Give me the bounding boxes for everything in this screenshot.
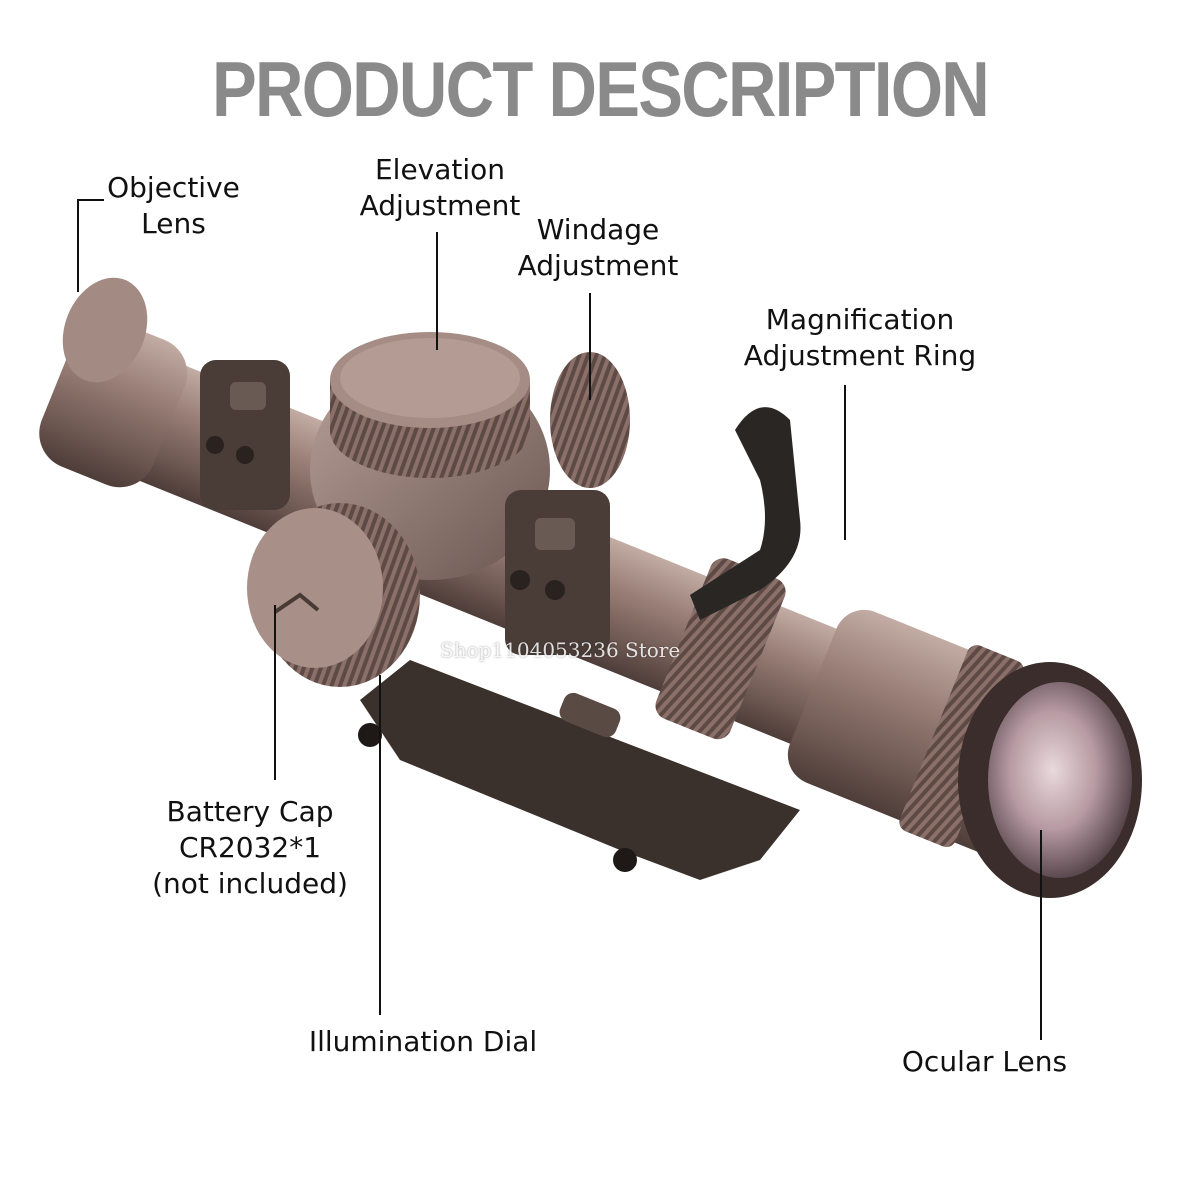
scope-mount-base <box>358 660 800 880</box>
callout-battery-cap: Battery Cap CR2032*1 (not included) <box>152 795 348 900</box>
callout-illumination-dial: Illumination Dial <box>308 1025 538 1058</box>
scope-ring-front <box>200 360 290 510</box>
page-title: PRODUCT DESCRIPTION <box>211 45 990 133</box>
callout-ocular-lens: Ocular Lens <box>901 1045 1068 1078</box>
elevation-turret <box>330 332 530 478</box>
callout-objective-lens: Objective Lens <box>107 171 240 240</box>
callout-elevation-adjustment: Elevation Adjustment <box>359 153 521 222</box>
windage-turret <box>550 352 630 488</box>
objective-lens-leader <box>77 199 104 292</box>
battery-cap-turret <box>247 503 420 687</box>
scope-ring-rear <box>505 490 610 655</box>
callout-windage-adjustment: Windage Adjustment <box>517 213 679 282</box>
store-watermark: Shop1104053236 Store <box>440 638 681 662</box>
callout-magnification-ring: Magnification Adjustment Ring <box>743 303 977 372</box>
magnification-throw-lever <box>690 407 801 620</box>
